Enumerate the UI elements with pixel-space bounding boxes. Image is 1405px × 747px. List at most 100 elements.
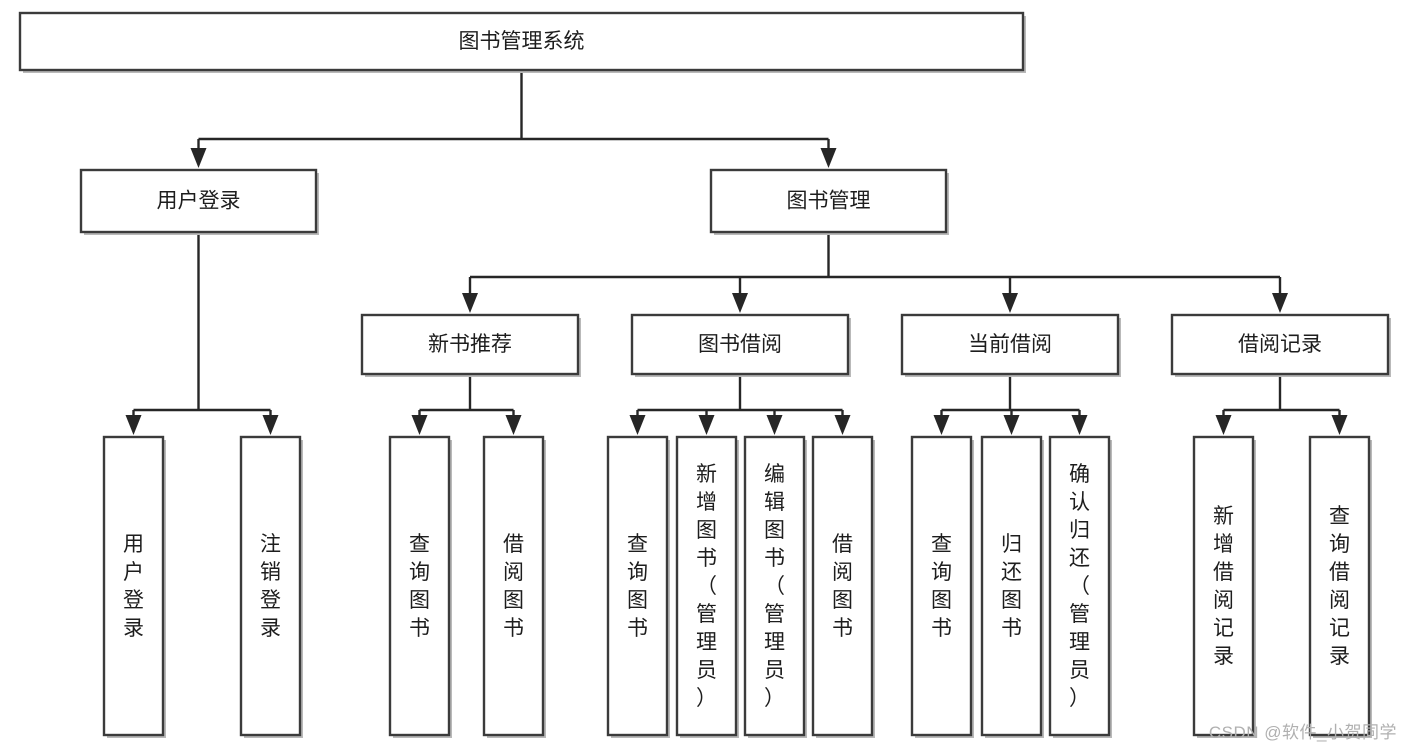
arrow-head xyxy=(1071,415,1088,435)
node-box[interactable] xyxy=(388,435,451,737)
arrow-connector xyxy=(629,410,646,435)
node-book-management[interactable]: 图书管理 xyxy=(709,168,949,235)
arrow-head xyxy=(933,415,950,435)
node-borrow-query-book[interactable]: 查询图书 xyxy=(606,435,670,738)
node-box[interactable] xyxy=(79,168,318,234)
node-recommend-query-book[interactable]: 查询图书 xyxy=(388,435,452,738)
node-box[interactable] xyxy=(811,435,874,737)
arrow-connector xyxy=(766,410,783,435)
arrow-head xyxy=(411,415,428,435)
arrow-head xyxy=(262,415,279,435)
node-current-query-book[interactable]: 查询图书 xyxy=(910,435,974,738)
arrow-head xyxy=(462,293,478,313)
node-borrow-edit-book[interactable]: 编辑图书（管理员） xyxy=(743,435,807,738)
node-borrow-add-book[interactable]: 新增图书（管理员） xyxy=(675,435,739,738)
arrow-head xyxy=(1331,415,1348,435)
node-box[interactable] xyxy=(1308,435,1371,737)
node-label: 图书借阅 xyxy=(698,333,782,356)
arrow-connector xyxy=(933,410,950,435)
node-box[interactable] xyxy=(910,435,973,737)
node-box[interactable] xyxy=(360,313,580,376)
node-label: 新增图书（管理员） xyxy=(696,463,717,710)
node-label: 图书管理系统 xyxy=(459,30,585,53)
node-label: 借阅图书 xyxy=(503,533,524,640)
arrow-head xyxy=(820,148,837,168)
node-box[interactable] xyxy=(630,313,850,376)
arrow-connector xyxy=(1071,410,1088,435)
node-borrow-record[interactable]: 借阅记录 xyxy=(1170,313,1391,377)
node-label: 用户登录 xyxy=(157,190,241,213)
arrow-head xyxy=(732,293,748,313)
node-box[interactable] xyxy=(606,435,669,737)
node-current-borrow[interactable]: 当前借阅 xyxy=(900,313,1121,377)
arrow-connector xyxy=(834,410,851,435)
arrow-head xyxy=(766,415,783,435)
arrow-connector xyxy=(262,410,279,435)
node-box[interactable] xyxy=(482,435,545,737)
arrow-connector xyxy=(698,410,715,435)
arrow-head xyxy=(834,415,851,435)
node-box[interactable] xyxy=(743,435,806,737)
arrow-connector xyxy=(1003,410,1020,435)
arrow-connector xyxy=(1215,410,1232,435)
arrow-head xyxy=(1003,415,1020,435)
node-box[interactable] xyxy=(1048,435,1111,737)
node-current-confirm-return[interactable]: 确认归还（管理员） xyxy=(1048,435,1112,738)
node-label: 用户登录 xyxy=(123,533,144,640)
node-layer: 图书管理系统用户登录图书管理用户登录注销登录新书推荐查询图书借阅图书图书借阅查询… xyxy=(18,11,1391,738)
arrow-connector xyxy=(1002,277,1018,313)
node-new-book-recommend[interactable]: 新书推荐 xyxy=(360,313,581,377)
node-label: 新增借阅记录 xyxy=(1213,505,1234,668)
node-box[interactable] xyxy=(675,435,738,737)
arrow-head xyxy=(629,415,646,435)
node-current-return-book[interactable]: 归还图书 xyxy=(980,435,1044,738)
node-box[interactable] xyxy=(239,435,302,737)
node-label: 确认归还（管理员） xyxy=(1069,463,1090,710)
node-recommend-borrow-book[interactable]: 借阅图书 xyxy=(482,435,546,738)
node-label: 查询借阅记录 xyxy=(1329,505,1350,668)
node-record-add[interactable]: 新增借阅记录 xyxy=(1192,435,1256,738)
arrow-connector xyxy=(125,410,142,435)
arrow-head xyxy=(1272,293,1288,313)
node-label: 编辑图书（管理员） xyxy=(764,463,785,710)
node-box[interactable] xyxy=(900,313,1120,376)
arrow-connector xyxy=(1331,410,1348,435)
arrow-connector xyxy=(505,410,522,435)
arrow-connector xyxy=(732,277,748,313)
node-book-borrow[interactable]: 图书借阅 xyxy=(630,313,851,377)
node-box[interactable] xyxy=(709,168,948,234)
node-label: 图书管理 xyxy=(787,190,871,213)
node-label: 归还图书 xyxy=(1001,533,1022,640)
node-label: 查询图书 xyxy=(627,533,648,640)
node-label: 新书推荐 xyxy=(428,333,512,356)
node-user-login[interactable]: 用户登录 xyxy=(79,168,319,235)
node-box[interactable] xyxy=(102,435,165,737)
node-user-logout-leaf[interactable]: 注销登录 xyxy=(239,435,303,738)
node-borrow-borrow-book[interactable]: 借阅图书 xyxy=(811,435,875,738)
node-root[interactable]: 图书管理系统 xyxy=(18,11,1026,73)
node-box[interactable] xyxy=(980,435,1043,737)
node-box[interactable] xyxy=(1192,435,1255,737)
arrow-connector xyxy=(820,139,837,168)
node-label: 注销登录 xyxy=(260,533,281,640)
arrow-connector xyxy=(411,410,428,435)
node-record-query[interactable]: 查询借阅记录 xyxy=(1308,435,1372,738)
node-label: 当前借阅 xyxy=(968,333,1052,356)
arrow-head xyxy=(1002,293,1018,313)
connector-layer xyxy=(125,70,1348,435)
node-user-login-leaf[interactable]: 用户登录 xyxy=(102,435,166,738)
arrow-head xyxy=(698,415,715,435)
arrow-connector xyxy=(462,277,478,313)
node-box[interactable] xyxy=(18,11,1025,72)
node-label: 借阅记录 xyxy=(1238,333,1322,356)
arrow-head xyxy=(505,415,522,435)
arrow-head xyxy=(125,415,142,435)
arrow-head xyxy=(190,148,207,168)
node-label: 借阅图书 xyxy=(832,533,853,640)
node-box[interactable] xyxy=(1170,313,1390,376)
arrow-connector xyxy=(1272,277,1288,313)
arrow-connector xyxy=(190,139,207,168)
node-label: 查询图书 xyxy=(931,533,952,640)
